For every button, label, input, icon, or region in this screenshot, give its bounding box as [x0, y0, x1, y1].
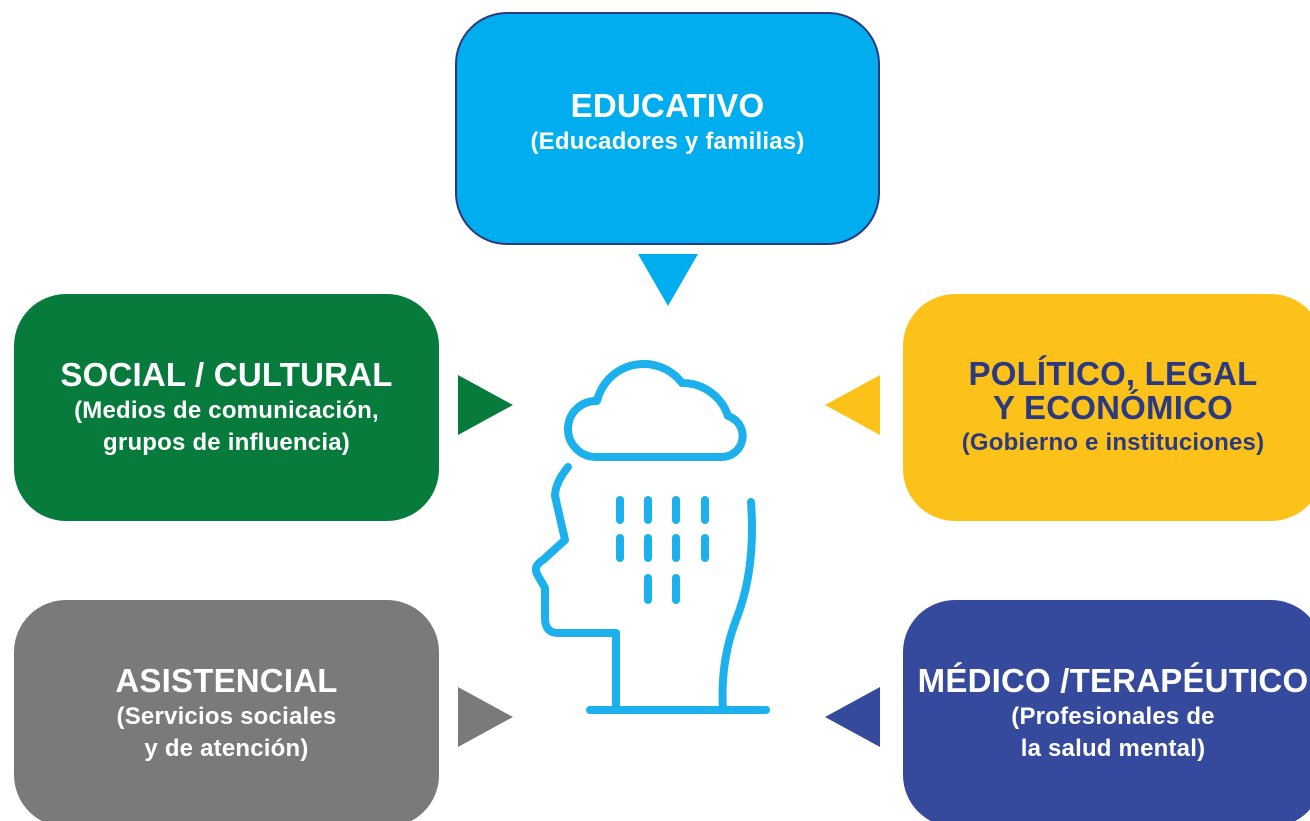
arrow-educativo	[638, 254, 698, 306]
politico-title: POLÍTICO, LEGAL Y ECONÓMICO	[968, 354, 1258, 426]
politico-subtitle: (Gobierno e instituciones)	[961, 428, 1265, 456]
box-politico-legal-economico: POLÍTICO, LEGAL Y ECONÓMICO (Gobierno e …	[903, 294, 1310, 521]
arrow-right-icon	[458, 687, 513, 747]
social-title: SOCIAL / CULTURAL	[60, 355, 393, 393]
arrow-right-icon	[458, 375, 513, 435]
educativo-title: EDUCATIVO	[570, 87, 765, 124]
icon-strokes	[531, 359, 770, 714]
arrow-left-icon	[825, 375, 880, 435]
asistencial-title: ASISTENCIAL	[115, 661, 338, 699]
medico-subtitle: (Profesionales de la salud mental)	[1011, 702, 1215, 762]
arrow-politico	[825, 375, 880, 435]
social-subtitle: (Medios de comunicación, grupos de influ…	[74, 396, 379, 456]
asistencial-subtitle: (Servicios sociales y de atención)	[116, 702, 337, 762]
arrow-asistencial	[458, 687, 513, 747]
arrow-down-icon	[638, 254, 698, 306]
arrow-social	[458, 375, 513, 435]
head-with-rain-cloud-icon	[531, 359, 770, 714]
box-educativo: EDUCATIVO (Educadores y familias)	[455, 12, 880, 245]
box-asistencial: ASISTENCIAL (Servicios sociales y de ate…	[14, 600, 439, 821]
educativo-subtitle: (Educadores y familias)	[530, 128, 805, 155]
medico-title: MÉDICO /TERAPÉUTICO	[917, 661, 1309, 699]
cloud-shape	[564, 359, 747, 462]
arrow-medico	[825, 687, 880, 747]
rain-drops	[616, 496, 709, 604]
head-outline	[531, 463, 770, 714]
arrow-left-icon	[825, 687, 880, 747]
box-social-cultural: SOCIAL / CULTURAL (Medios de comunicació…	[14, 294, 439, 521]
box-medico-terapeutico: MÉDICO /TERAPÉUTICO (Profesionales de la…	[903, 600, 1310, 821]
